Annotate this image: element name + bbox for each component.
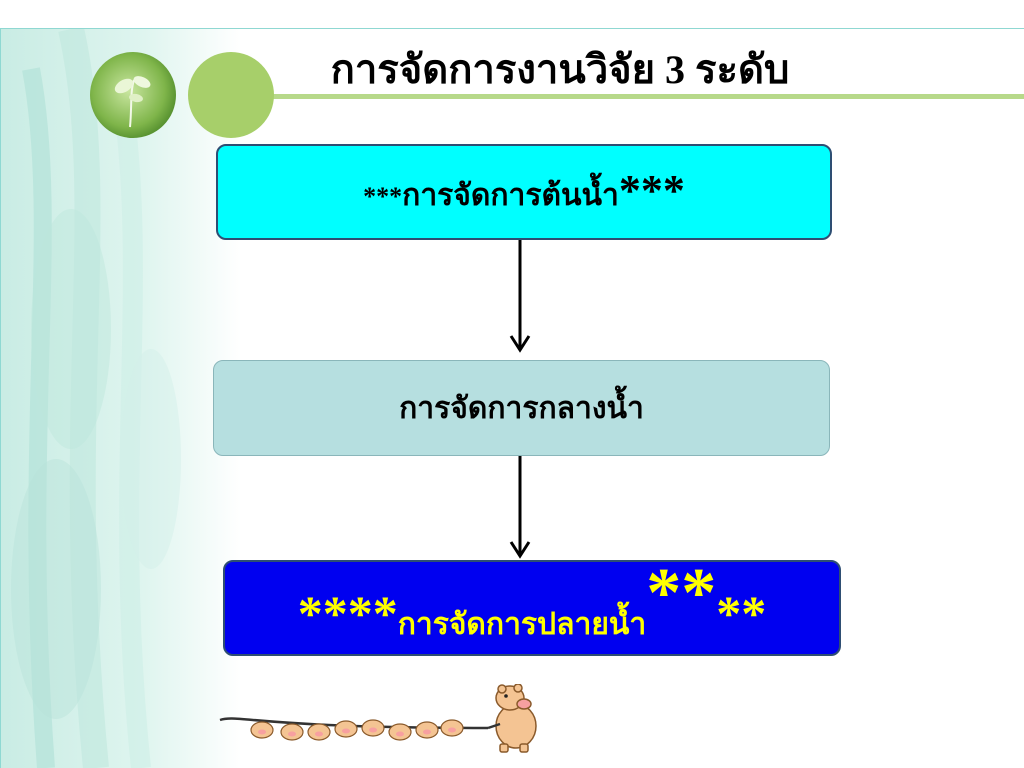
slide-left-border	[0, 28, 1, 768]
level3-suffix-stars-small: **	[716, 585, 767, 641]
leaf-photo-icon	[90, 52, 176, 138]
arrow-down-icon	[509, 240, 531, 353]
level2-label: การจัดการกลางน้ำ	[399, 391, 644, 425]
level1-label: การจัดการต้นน้ำ	[402, 179, 619, 212]
green-circle-icon	[188, 52, 274, 138]
level1-prefix-stars: ***	[363, 182, 403, 211]
leaf-background-decoration	[1, 29, 241, 768]
flow-level-2-box: การจัดการกลางน้ำ	[213, 360, 830, 456]
flow-level-1-box: *** การจัดการต้นน้ำ ***	[216, 144, 832, 240]
slide-title: การจัดการงานวิจัย 3 ระดับ	[330, 47, 790, 92]
slide-top-border	[0, 28, 1024, 29]
flow-level-3-box: **** การจัดการปลายน้ำ ** **	[223, 555, 841, 656]
level1-suffix-stars: ***	[618, 166, 685, 215]
pig-chain-icon	[219, 684, 537, 753]
title-underline	[262, 94, 1024, 99]
level3-label: การจัดการปลายน้ำ	[397, 608, 647, 641]
level3-suffix-stars-big: **	[646, 555, 717, 632]
level3-prefix-stars: ****	[297, 585, 398, 641]
arrow-down-icon	[509, 456, 531, 559]
